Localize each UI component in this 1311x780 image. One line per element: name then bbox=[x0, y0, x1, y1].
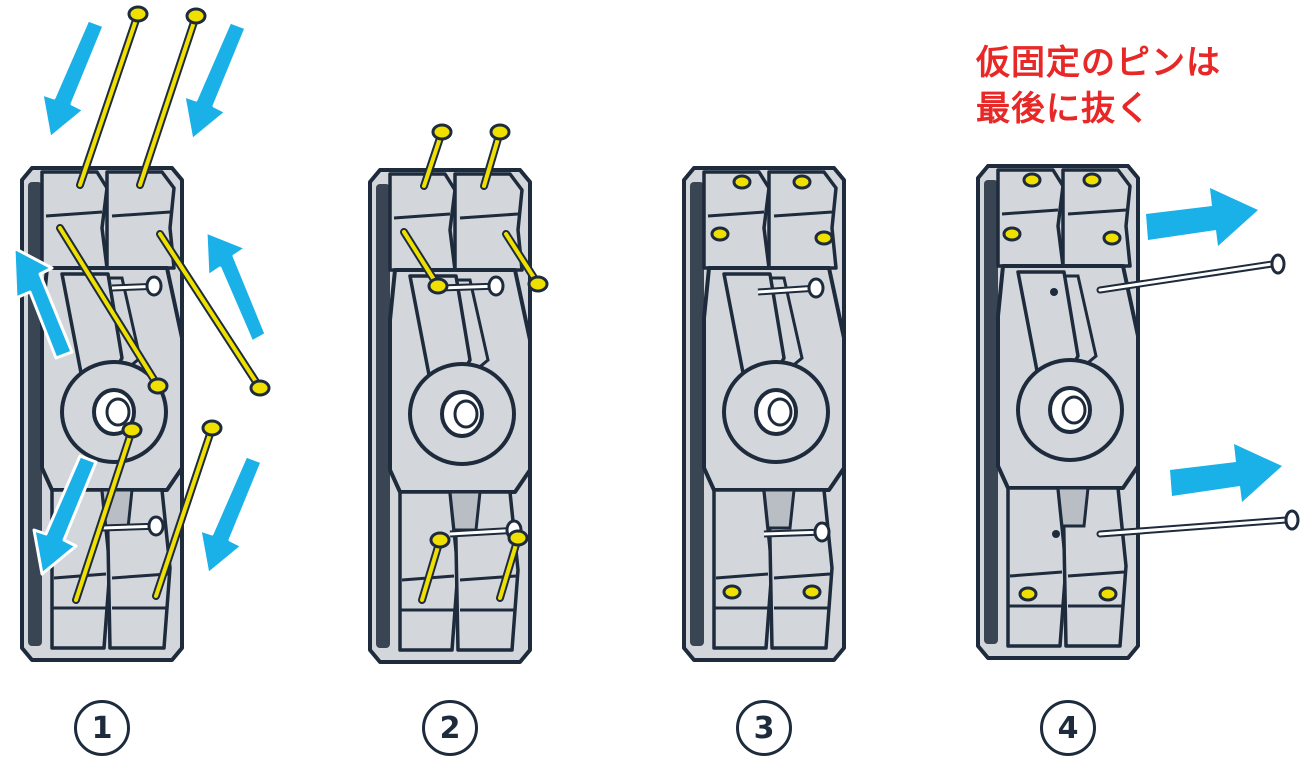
direction-arrow-icon bbox=[182, 20, 248, 142]
direction-arrow-icon bbox=[204, 230, 268, 344]
step-2-nails bbox=[400, 123, 549, 604]
note-line-1: 仮固定のピンは bbox=[976, 43, 1221, 83]
nail-icon bbox=[156, 230, 271, 397]
nail-icon bbox=[420, 123, 453, 190]
direction-arrow-icon bbox=[1170, 444, 1282, 502]
temporary-pin-icon bbox=[145, 275, 163, 297]
note-line-2: 最後に抜く bbox=[976, 89, 1151, 129]
step-number-2: 2 bbox=[422, 700, 478, 756]
temporary-pin-icon bbox=[487, 275, 505, 297]
nail-icon bbox=[502, 230, 549, 293]
step-3-figure bbox=[682, 166, 846, 662]
step-number-3: 3 bbox=[736, 700, 792, 756]
temporary-pin-icon bbox=[1096, 509, 1300, 538]
nail-icon bbox=[418, 531, 451, 604]
direction-arrow-icon bbox=[12, 246, 74, 360]
direction-arrow-icon bbox=[1146, 188, 1258, 246]
nail-icon bbox=[76, 5, 149, 189]
step-1-arrows bbox=[12, 18, 268, 576]
direction-arrow-icon bbox=[198, 454, 264, 576]
temporary-pin-icon bbox=[147, 515, 165, 537]
nail-icon bbox=[496, 529, 529, 602]
temporary-pin-icon bbox=[813, 521, 831, 543]
step-4-figure bbox=[976, 164, 1140, 660]
temporary-pin-icon bbox=[807, 277, 825, 299]
step-4-arrows bbox=[1146, 188, 1282, 502]
step-1-figure bbox=[20, 166, 184, 662]
nail-icon bbox=[152, 419, 223, 600]
direction-arrow-icon bbox=[32, 454, 98, 576]
step-1-nails bbox=[56, 5, 271, 604]
step-4-removed-pins bbox=[1096, 253, 1300, 538]
temporary-pin-icon bbox=[1096, 253, 1286, 294]
step-number-4: 4 bbox=[1040, 700, 1096, 756]
direction-arrow-icon bbox=[40, 18, 106, 140]
nail-icon bbox=[136, 7, 207, 189]
step-number-1: 1 bbox=[74, 700, 130, 756]
nail-icon bbox=[72, 421, 143, 604]
nail-icon bbox=[56, 224, 169, 395]
nail-icon bbox=[480, 123, 511, 190]
temporary-pin-note: 仮固定のピンは 最後に抜く bbox=[976, 40, 1276, 132]
nail-icon bbox=[400, 228, 449, 295]
step-2-figure bbox=[368, 168, 532, 664]
